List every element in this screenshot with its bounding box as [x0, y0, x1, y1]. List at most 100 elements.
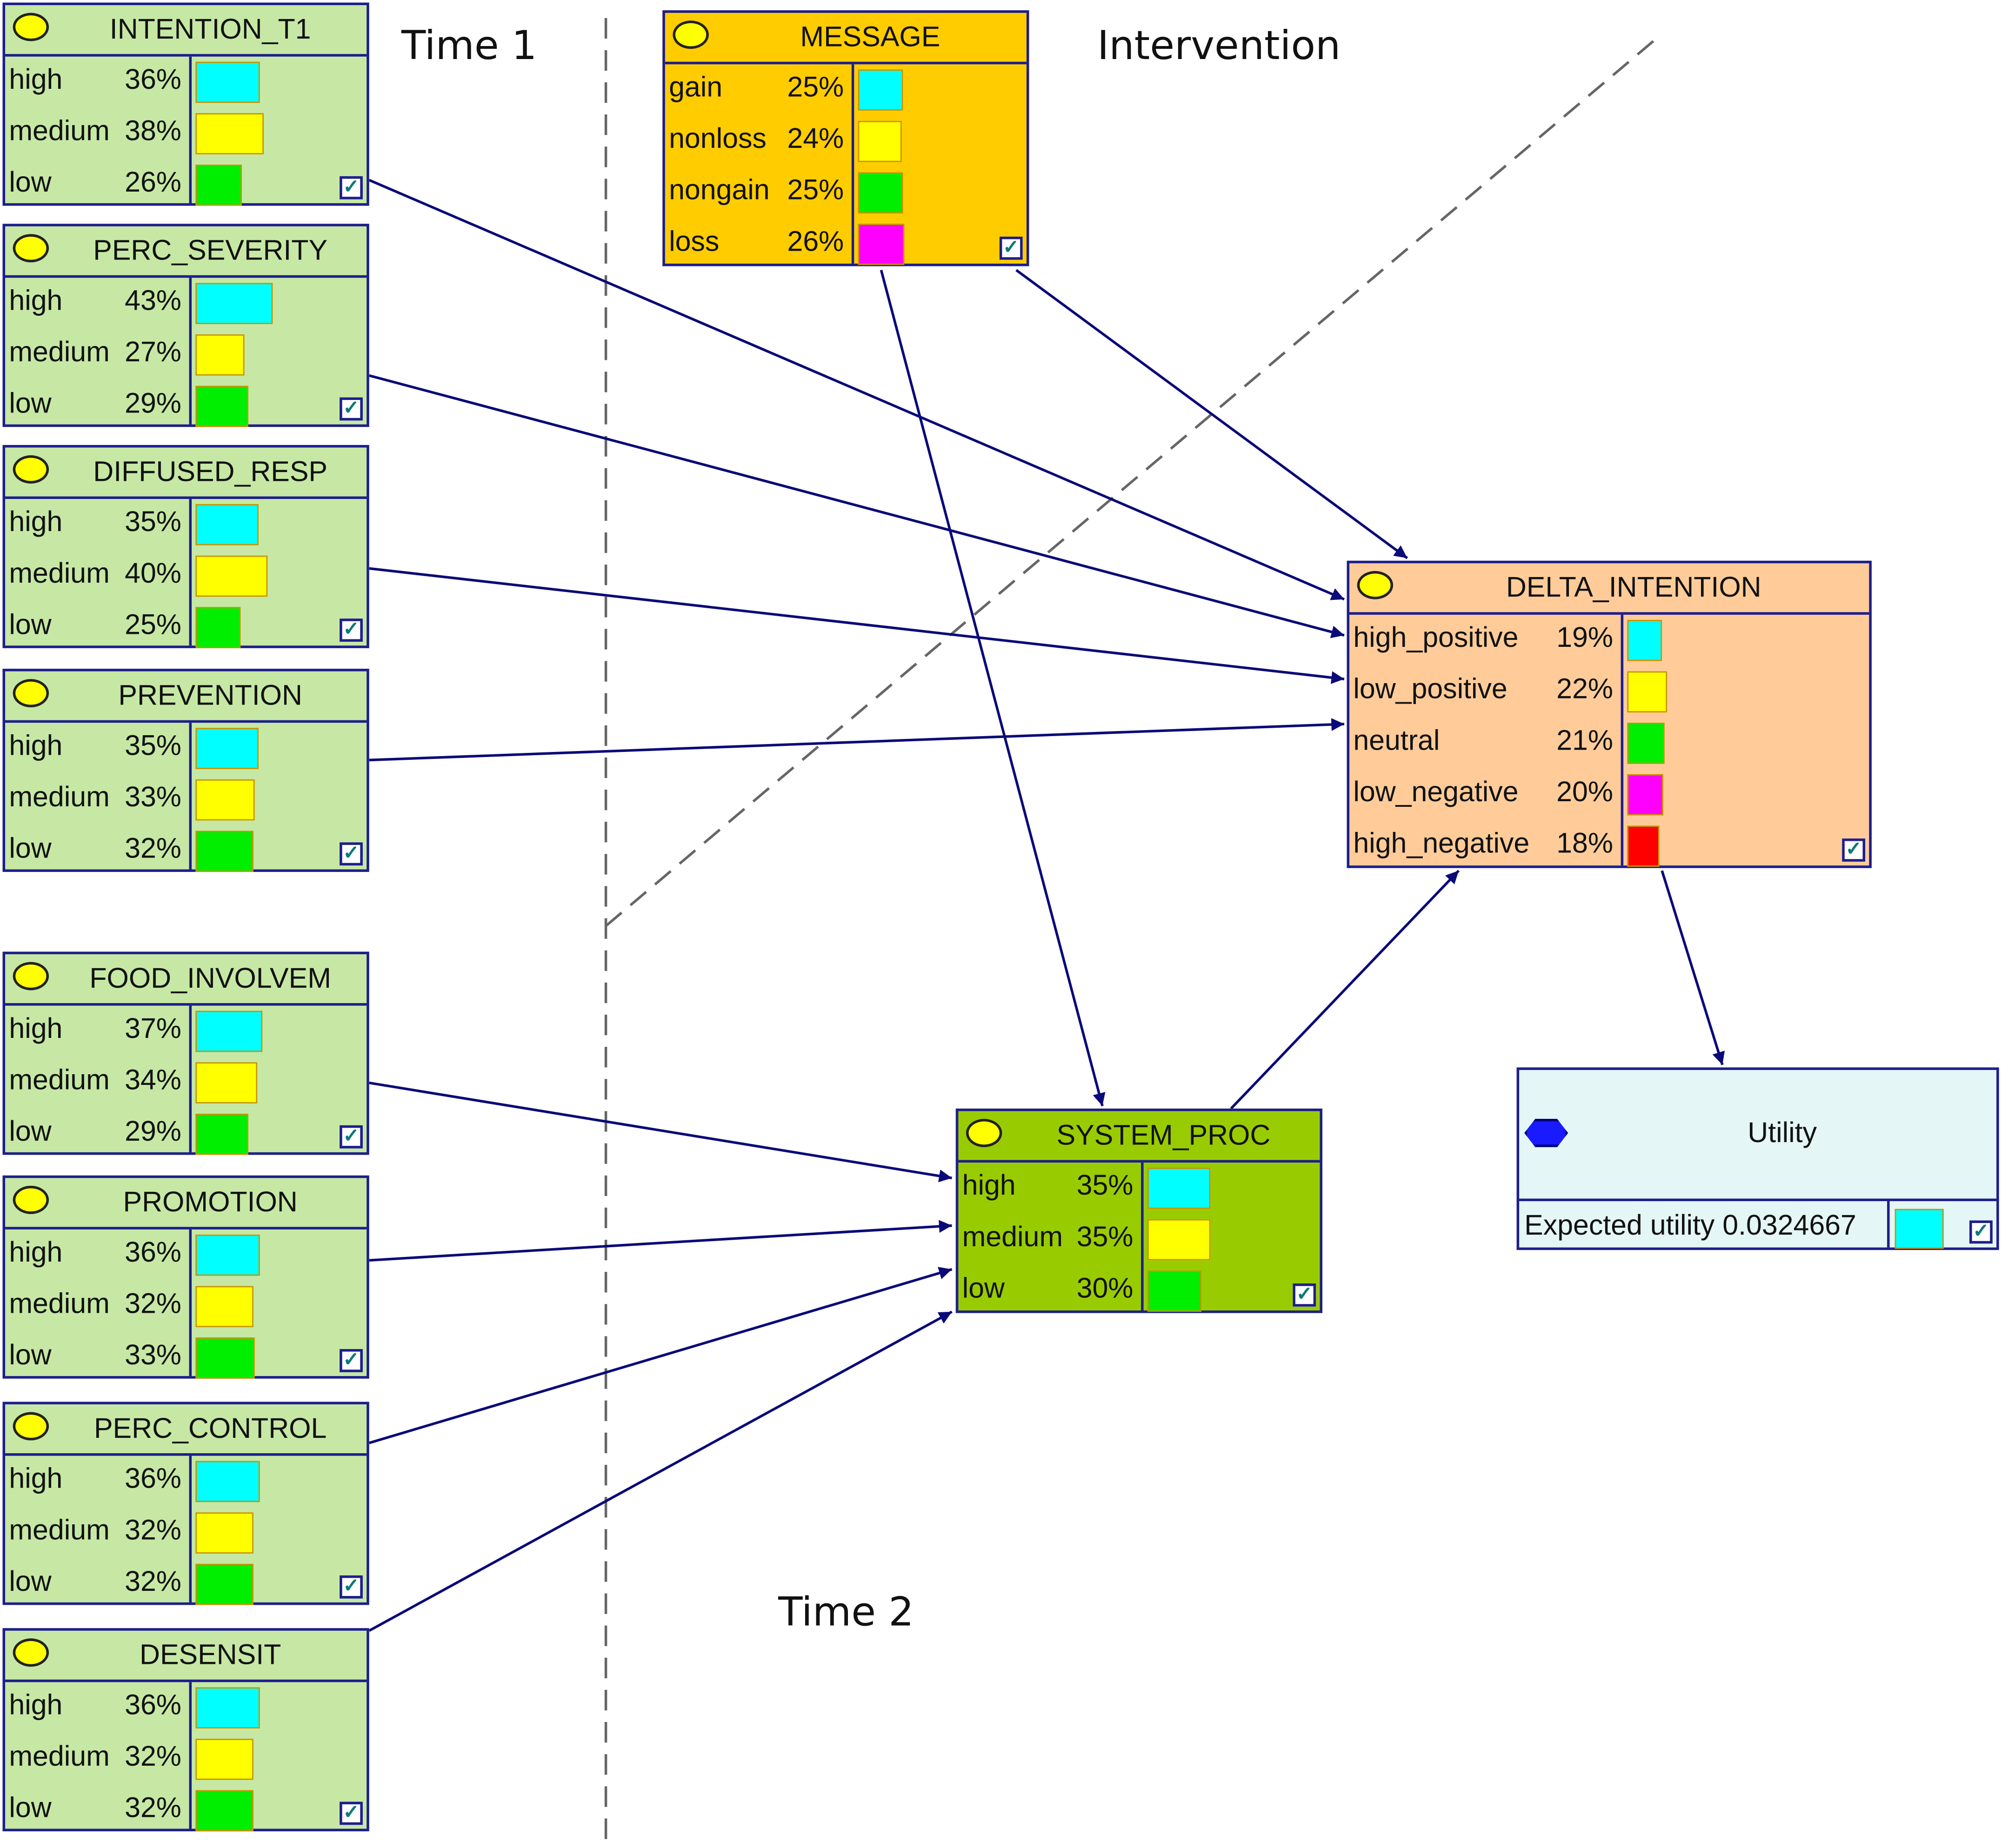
intervention-label: Intervention [1097, 23, 1341, 70]
node-header[interactable]: FOOD_INVOLVEM [5, 954, 367, 1006]
state-row-low[interactable]: low 26% [5, 160, 372, 211]
probability-bar [858, 69, 903, 111]
expected-utility-bar [1895, 1209, 1944, 1249]
node-header[interactable]: INTENTION_T1 [5, 5, 367, 57]
node-header[interactable]: SYSTEM_PROC [958, 1111, 1320, 1163]
node-header[interactable]: DESENSIT [5, 1631, 367, 1682]
chance-node-icon [13, 455, 49, 484]
node-checkbox[interactable]: ✓ [340, 618, 363, 642]
node-checkbox[interactable]: ✓ [340, 176, 363, 199]
state-label: loss [669, 225, 720, 258]
node-checkbox[interactable]: ✓ [340, 397, 363, 421]
probability-bar [195, 164, 242, 206]
probability-bar [195, 1461, 260, 1502]
node-title: PREVENTION [118, 679, 302, 711]
probability-bar [195, 779, 255, 821]
probability-bar [195, 1286, 254, 1328]
node-header[interactable]: PERC_SEVERITY [5, 226, 367, 278]
node-checkbox[interactable]: ✓ [1842, 838, 1866, 862]
state-label: high_positive [1353, 621, 1519, 653]
chance-node-icon [13, 679, 49, 708]
probability-bar [195, 61, 260, 103]
node-title: DELTA_INTENTION [1506, 571, 1761, 604]
time-2-label: Time 2 [778, 1589, 914, 1636]
node-header[interactable]: DELTA_INTENTION [1349, 563, 1869, 615]
node-checkbox[interactable]: ✓ [340, 1801, 363, 1825]
state-percent: 25% [787, 173, 844, 206]
state-label: low_positive [1353, 672, 1508, 705]
chance-node-icon [13, 1638, 49, 1667]
node-checkbox[interactable]: ✓ [340, 1575, 363, 1599]
state-label: low [9, 1115, 52, 1147]
utility-checkbox[interactable]: ✓ [1969, 1220, 1993, 1244]
state-percent: 21% [1556, 724, 1613, 757]
node-header[interactable]: MESSAGE [665, 13, 1027, 65]
node-checkbox[interactable]: ✓ [999, 236, 1023, 260]
node-checkbox[interactable]: ✓ [340, 1349, 363, 1372]
node-utility[interactable]: Utility Expected utility 0.0324667 ✓ [1516, 1067, 1999, 1250]
state-label: low [9, 1565, 52, 1597]
edge-diffused-resp-to-delta-intention [369, 567, 1345, 684]
state-label: low [9, 166, 52, 198]
node-checkbox[interactable]: ✓ [340, 842, 363, 866]
node-header[interactable]: PREVENTION [5, 671, 367, 723]
state-percent: 25% [125, 608, 181, 641]
node-checkbox[interactable]: ✓ [340, 1125, 363, 1149]
state-percent: 32% [125, 1287, 181, 1320]
state-label: medium [9, 114, 110, 147]
state-percent: 26% [125, 166, 181, 198]
node-checkbox[interactable]: ✓ [1293, 1283, 1316, 1307]
chance-node-icon [13, 962, 49, 990]
node-header[interactable]: DIFFUSED_RESP [5, 447, 367, 499]
node-header[interactable]: PERC_CONTROL [5, 1404, 367, 1456]
node-header[interactable]: PROMOTION [5, 1178, 367, 1230]
state-label: medium [9, 557, 110, 589]
